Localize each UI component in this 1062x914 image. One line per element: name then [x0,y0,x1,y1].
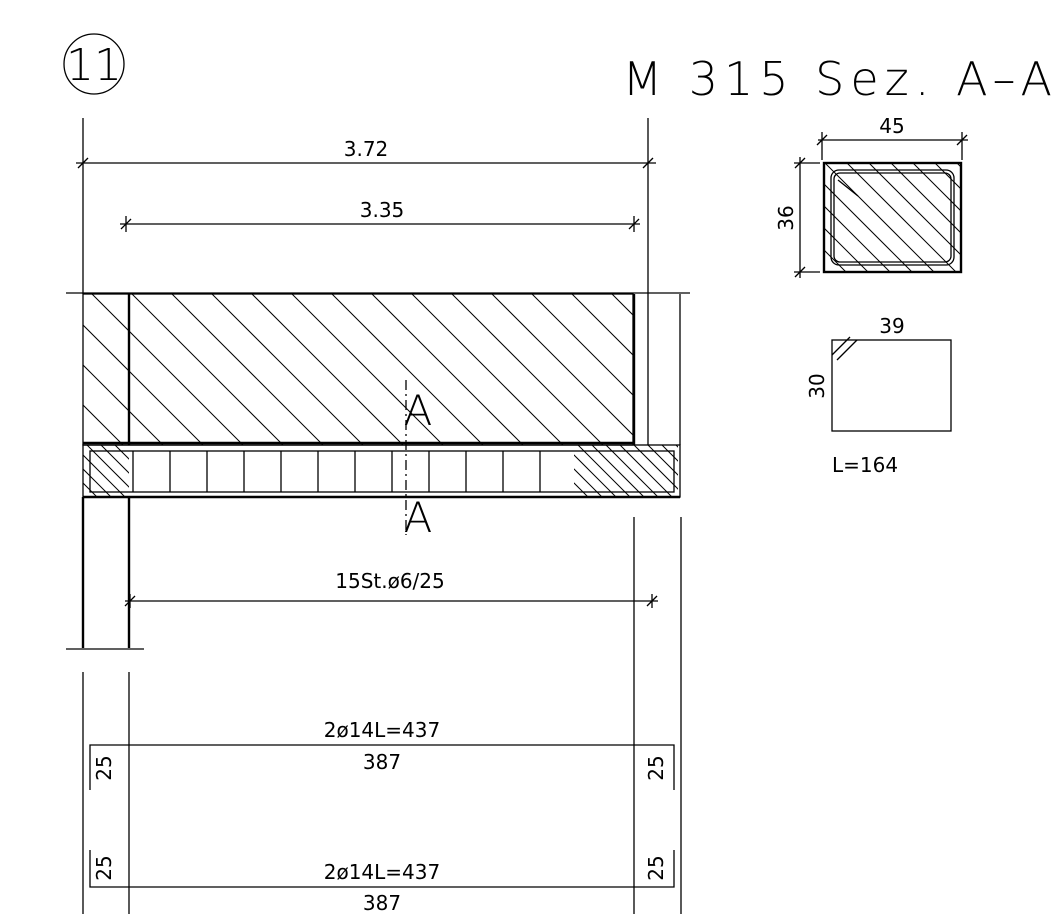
column-below [66,497,682,914]
stirrup-height-label: 30 [805,373,829,398]
bar-2-hook-left: 25 [92,855,116,880]
overall-span-label: 3.72 [344,137,389,161]
cross-section: 45 36 [774,114,968,278]
bar-1-label: 2ø14L=437 [324,718,440,742]
bar-1-length: 387 [363,750,401,774]
bar-2-hook-right: 25 [644,855,668,880]
section-mark-bottom: A [404,493,433,542]
wall-elevation [66,292,690,446]
stirrup-length-label: L=164 [832,453,898,477]
bar-2: 2ø14L=437 387 25 25 [89,850,675,914]
bar-2-length: 387 [363,891,401,914]
detail-number: 11 [66,40,122,91]
detail-number-bubble: 11 [63,33,125,95]
section-cut-mark: A A [404,380,433,542]
bar-1: 2ø14L=437 387 25 25 [89,718,675,790]
section-mark-top: A [404,386,433,435]
section-height-label: 36 [774,205,798,230]
section-width-label: 45 [879,114,904,138]
stirrup-shape: 39 30 L=164 [805,314,952,477]
clear-span-label: 3.35 [360,198,405,222]
beam-elevation [82,444,681,499]
stirrup-width-label: 39 [879,314,904,338]
stirrups-label: 15St.ø6/25 [335,569,445,593]
bar-1-hook-right: 25 [644,755,668,780]
bar-2-label: 2ø14L=437 [324,860,440,884]
overall-span-dimension: 3.72 [76,118,656,294]
clear-span-dimension: 3.35 [120,198,640,232]
bar-1-hook-left: 25 [92,755,116,780]
stirrups-dimension: 15St.ø6/25 [124,569,658,608]
drawing-title: M 315 Sez. A–A [622,52,1058,106]
